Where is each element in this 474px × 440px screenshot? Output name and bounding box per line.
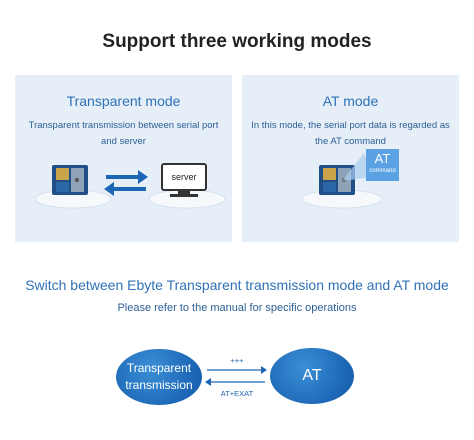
at-badge-main: AT (374, 151, 391, 166)
transparent-bubble-line2: transmission (125, 378, 193, 392)
transparent-transmission-bubble: Transparent transmission (116, 349, 202, 405)
server-monitor-icon (161, 163, 207, 197)
right-arrow-icon (207, 366, 267, 374)
arrow-top-label: +++ (230, 356, 244, 365)
switch-mode-subtitle: Please refer to the manual for specific … (117, 302, 357, 314)
arrow-bottom-label: AT+EXAT (220, 389, 254, 398)
at-mode-description: In this mode, the serial port data is re… (251, 120, 450, 147)
transparent-mode-description: Transparent transmission between serial … (28, 120, 219, 147)
left-arrow-icon (205, 378, 265, 386)
bidirectional-arrows-icon (104, 170, 148, 196)
switch-mode-title: Switch between Ebyte Transparent transmi… (25, 277, 449, 293)
at-badge-sub: command (369, 168, 396, 174)
at-mode-card: AT mode In this mode, the serial port da… (242, 75, 459, 242)
at-bubble: AT (270, 348, 354, 404)
page-title: Support three working modes (102, 31, 372, 52)
module-board-icon (52, 165, 88, 195)
at-mode-heading: AT mode (322, 93, 379, 109)
transparent-mode-card: Transparent mode Transparent transmissio… (15, 75, 232, 242)
at-command-badge-icon (342, 149, 399, 181)
server-label: server (171, 172, 197, 182)
transparent-bubble-line1: Transparent (126, 361, 192, 375)
transparent-mode-heading: Transparent mode (66, 93, 181, 109)
